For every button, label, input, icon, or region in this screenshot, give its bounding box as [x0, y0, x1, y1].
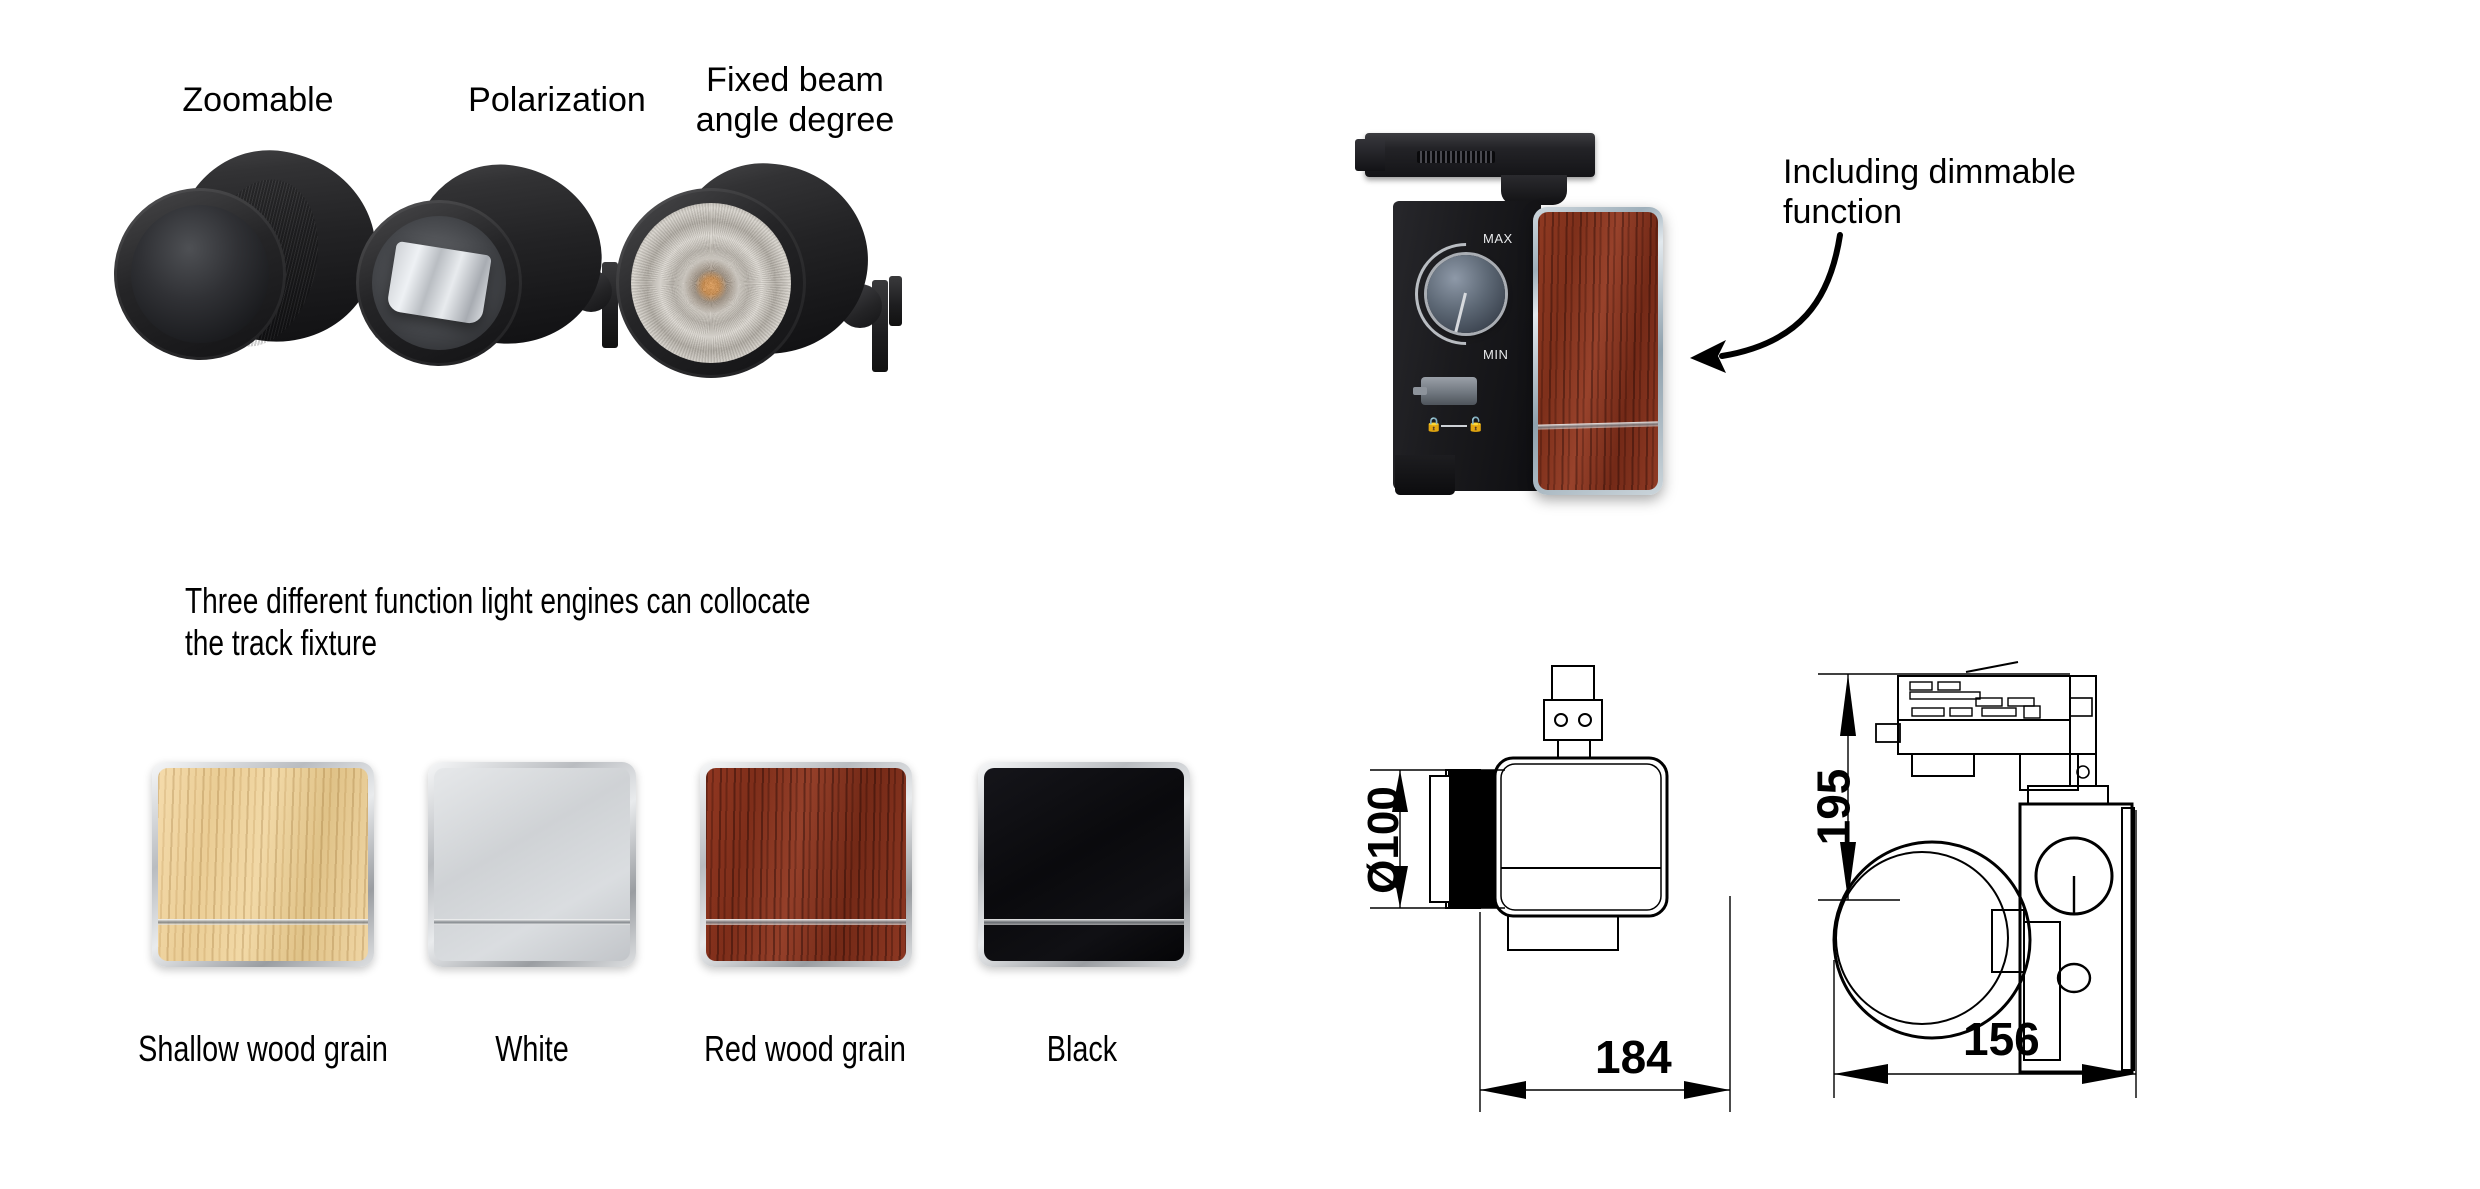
light-engine-fixed-beam	[610, 154, 950, 458]
dimension-label-height: 195	[1807, 768, 1860, 846]
product-foot	[1395, 455, 1455, 495]
technical-drawing-side-view	[1330, 660, 1850, 1120]
swatch-black[interactable]	[978, 762, 1190, 967]
lock-direction-arrow-icon	[1441, 425, 1467, 427]
track-adapter-tab	[1355, 139, 1385, 171]
dimension-label-length: 184	[1595, 1031, 1672, 1083]
swatch-divider	[434, 918, 630, 925]
white-finish	[434, 768, 630, 961]
engine-label-zoomable: Zoomable	[182, 81, 334, 119]
track-light-product-photo: MAX MIN 🔒 🔓	[1355, 125, 1695, 585]
swatch-label-red-wood-grain: Red wood grain	[704, 1028, 906, 1069]
engine-label-polarization: Polarization	[468, 81, 646, 119]
lock-closed-icon: 🔒	[1425, 417, 1443, 433]
lock-slider-pin	[1413, 387, 1427, 395]
lock-open-icon: 🔓	[1467, 417, 1485, 433]
polar-reflector	[385, 241, 493, 325]
swatch-label-shallow-wood-grain: Shallow wood grain	[138, 1028, 388, 1069]
track-adapter-contacts	[1417, 151, 1495, 163]
swatch-shallow-wood-grain[interactable]	[152, 762, 374, 967]
dimmer-min-label: MIN	[1483, 347, 1509, 362]
swatch-divider	[984, 918, 1184, 925]
swatch-face	[984, 768, 1184, 961]
wood-grain-texture	[158, 768, 368, 961]
engine-lens-fixed-beam	[631, 203, 791, 363]
product-neck	[1501, 175, 1567, 205]
engine-label-fixed-beam: Fixed beam angle degree	[695, 61, 895, 140]
beam-ridges	[631, 203, 791, 363]
black-finish	[984, 768, 1184, 961]
swatch-face	[706, 768, 906, 961]
technical-drawing-front-view	[1770, 660, 2250, 1120]
decorative-panel	[1533, 207, 1663, 495]
dimension-label-diameter: Ø100	[1358, 786, 1408, 894]
wood-grain-texture	[706, 768, 906, 961]
product-body	[1393, 201, 1541, 491]
lock-slider[interactable]	[1421, 377, 1477, 405]
panel-divider	[1538, 421, 1658, 430]
swatch-face	[434, 768, 630, 961]
swatch-face	[158, 768, 368, 961]
engine-bracket-icon	[889, 276, 902, 326]
swatch-divider	[706, 918, 906, 925]
dimmable-annotation: Including dimmable function	[1783, 153, 2076, 232]
swatch-label-black: Black	[1046, 1028, 1118, 1069]
swatch-white[interactable]	[428, 762, 636, 967]
dimension-label-width: 156	[1963, 1013, 2040, 1065]
dimmable-callout-arrow-icon	[1660, 225, 2020, 425]
swatch-red-wood-grain[interactable]	[700, 762, 912, 967]
engines-caption: Three different function light engines c…	[185, 580, 811, 664]
panel-wood-face	[1538, 212, 1658, 490]
swatch-label-white: White	[495, 1028, 569, 1069]
dimmer-max-label: MAX	[1483, 231, 1513, 246]
swatch-divider	[158, 918, 368, 925]
light-engines-group	[95, 130, 1020, 450]
